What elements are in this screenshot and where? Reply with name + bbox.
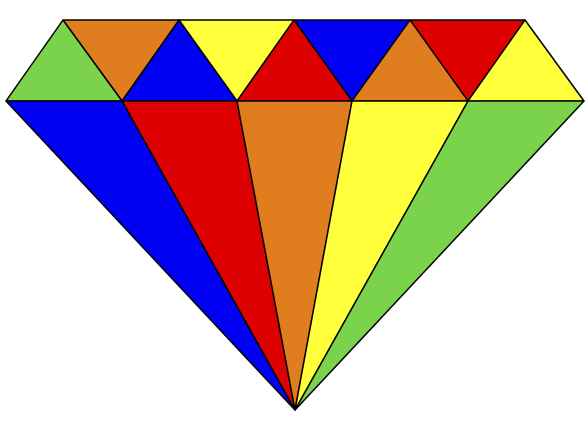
pavilion-facets <box>5 100 585 411</box>
pavilion-facet-5 <box>294 100 585 411</box>
crown-upper-facets <box>62 19 526 102</box>
